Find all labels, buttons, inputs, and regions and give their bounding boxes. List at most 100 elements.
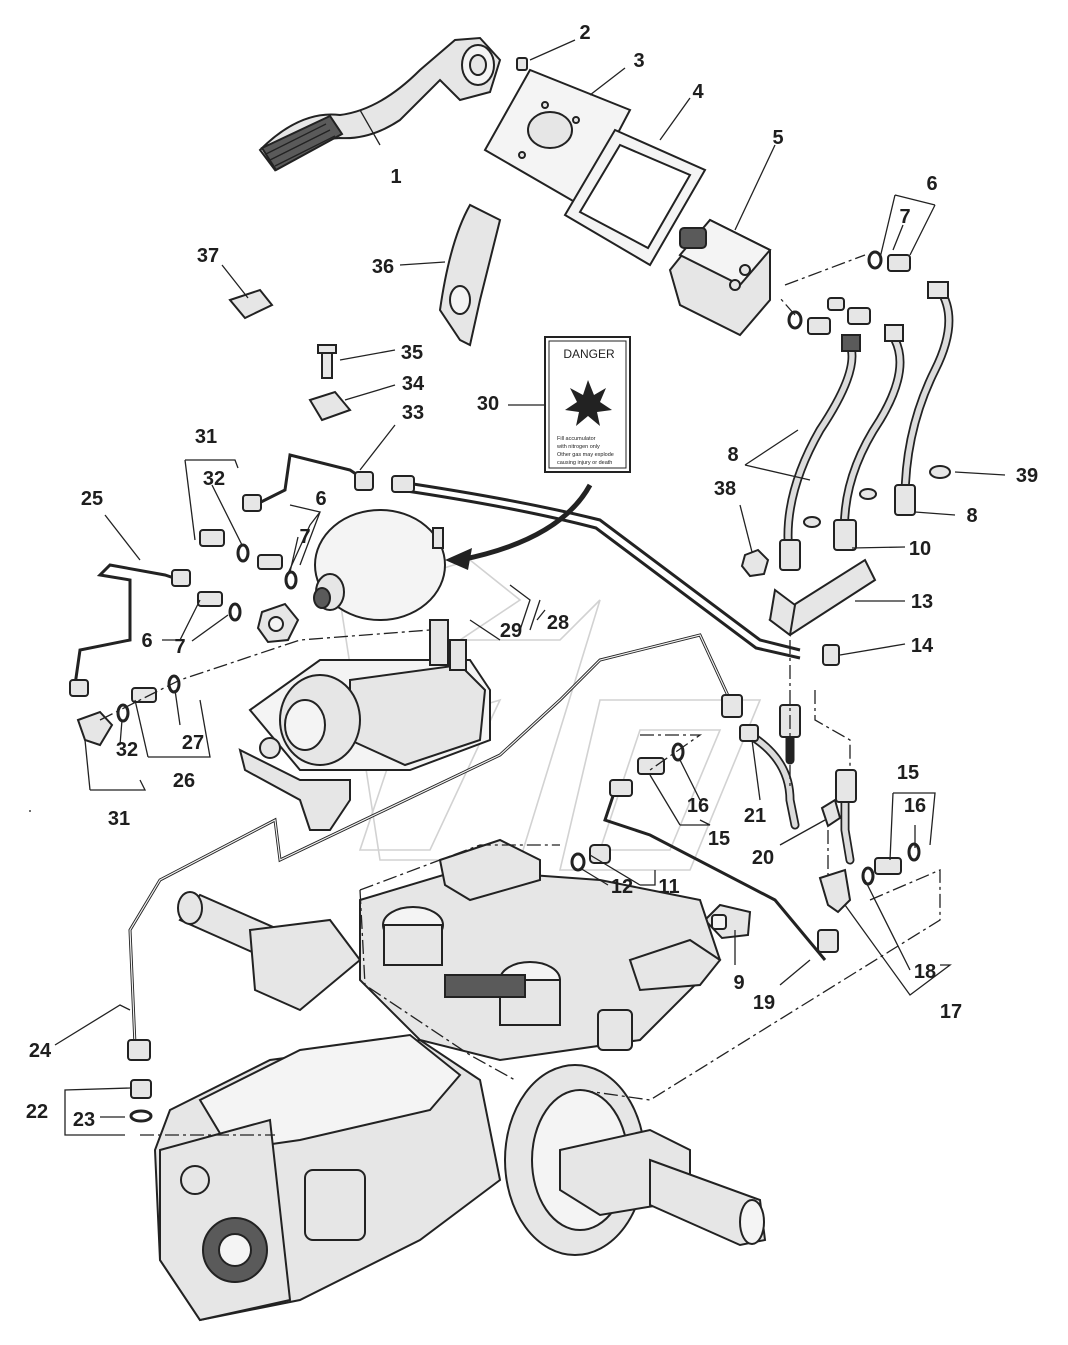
callout-12: 12 xyxy=(611,876,633,898)
clip-part xyxy=(228,288,274,320)
callout-15-right: 15 xyxy=(897,762,919,784)
danger-decal: DANGER Fill accumulator with nitrogen on… xyxy=(544,336,631,473)
accumulator-part xyxy=(313,509,446,621)
callout-6-lower: 6 xyxy=(141,630,152,652)
hose-8-front xyxy=(779,334,861,571)
axle-right xyxy=(504,1064,767,1256)
callout-13: 13 xyxy=(911,591,933,613)
callout-6-left: 6 xyxy=(315,488,326,510)
explosion-icon xyxy=(565,380,612,426)
fittings-valve-block xyxy=(787,250,911,335)
callout-5: 5 xyxy=(772,127,783,149)
fitting-6-7-left xyxy=(197,591,242,622)
decal-heading: DANGER xyxy=(563,347,615,361)
fitting-14-part xyxy=(822,644,840,666)
bracket-13-part xyxy=(768,558,877,637)
hose-21 xyxy=(739,724,800,830)
hose-8-middle xyxy=(833,324,905,551)
decal-line-3: Other gas may explode xyxy=(557,452,614,458)
hose-8-back xyxy=(894,281,954,516)
callout-37: 37 xyxy=(197,245,219,267)
callout-9: 9 xyxy=(733,972,744,994)
callout-38: 38 xyxy=(714,478,736,500)
leader-lines xyxy=(54,39,1006,1136)
decal-line-1: Fill accumulator xyxy=(557,436,596,442)
callout-8-upper: 8 xyxy=(727,444,738,466)
callout-23: 23 xyxy=(73,1109,95,1131)
callout-24: 24 xyxy=(29,1040,52,1062)
fitting-11-12 xyxy=(570,844,611,872)
pipe-19 xyxy=(603,779,839,961)
callout-3: 3 xyxy=(633,50,644,72)
callout-32-lower: 32 xyxy=(116,739,138,761)
fitting-15-16-left xyxy=(637,742,685,775)
dashed-assembly-lines xyxy=(29,254,941,1136)
sensor-9-part xyxy=(703,903,752,940)
fitting-26-27 xyxy=(131,674,181,703)
callout-30: 30 xyxy=(477,393,499,415)
callout-14: 14 xyxy=(911,635,934,657)
decal-line-2: with nitrogen only xyxy=(556,444,600,450)
callout-4: 4 xyxy=(692,81,704,103)
nut-38-part xyxy=(740,548,770,578)
callout-21: 21 xyxy=(744,805,766,827)
callout-39: 39 xyxy=(1016,465,1038,487)
hose-clips xyxy=(803,488,877,528)
tee-fitting-17 xyxy=(818,868,852,914)
callout-1: 1 xyxy=(390,166,401,188)
callout-22: 22 xyxy=(26,1101,48,1123)
callout-19: 19 xyxy=(753,992,775,1014)
callout-7: 7 xyxy=(899,206,910,228)
centre-housing xyxy=(359,838,722,1062)
transmission-housing xyxy=(153,1033,502,1322)
callout-17: 17 xyxy=(940,1001,962,1023)
callout-16-right: 16 xyxy=(904,795,926,817)
callout-31-upper: 31 xyxy=(195,426,217,448)
callout-2: 2 xyxy=(579,22,590,44)
callout-16-left: 16 xyxy=(687,795,709,817)
fitting-31-lower xyxy=(76,703,130,747)
valve-block-part xyxy=(668,218,772,337)
clamp-part xyxy=(308,390,352,422)
axle-left xyxy=(177,891,362,1012)
pipe-24 xyxy=(127,633,743,1061)
decal-line-4: causing injury or death xyxy=(557,460,612,466)
handle-part xyxy=(438,203,502,347)
fitting-22-23 xyxy=(129,1079,153,1123)
pipe-33 xyxy=(242,453,374,512)
callout-27: 27 xyxy=(182,732,204,754)
gasket-part xyxy=(563,128,707,267)
callout-20: 20 xyxy=(752,847,774,869)
callout-34: 34 xyxy=(402,373,425,395)
callout-6: 6 xyxy=(926,173,937,195)
callout-36: 36 xyxy=(372,256,394,278)
callout-7-left: 7 xyxy=(299,526,310,548)
screw-part xyxy=(516,57,528,71)
callout-31-lower: 31 xyxy=(108,808,130,830)
callout-25: 25 xyxy=(81,488,103,510)
callout-33: 33 xyxy=(402,402,424,424)
lever-part xyxy=(258,36,502,172)
accumulator-nut xyxy=(256,602,300,644)
callout-32-upper: 32 xyxy=(203,468,225,490)
decal-arrow xyxy=(459,483,593,563)
pipe-25 xyxy=(69,563,191,697)
hose-20 xyxy=(820,769,857,865)
callout-numbers: 1 2 3 4 5 6 7 37 36 35 34 33 30 8 39 38 … xyxy=(26,22,1038,1131)
callout-7-lower: 7 xyxy=(174,636,185,658)
bolt-part xyxy=(317,344,337,379)
callout-28: 28 xyxy=(547,612,569,634)
callout-18: 18 xyxy=(914,961,936,983)
clip-39-part xyxy=(929,465,951,479)
accumulator-manifold-part xyxy=(238,619,491,831)
callout-29: 29 xyxy=(500,620,522,642)
callout-10: 10 xyxy=(909,538,931,560)
callout-11: 11 xyxy=(658,876,679,898)
callout-26: 26 xyxy=(173,770,195,792)
callout-8-lower: 8 xyxy=(966,505,977,527)
callout-35: 35 xyxy=(401,342,423,364)
fitting-31-32-upper xyxy=(199,529,298,590)
pipe-long-upper xyxy=(391,475,801,660)
callout-15-left: 15 xyxy=(708,828,730,850)
